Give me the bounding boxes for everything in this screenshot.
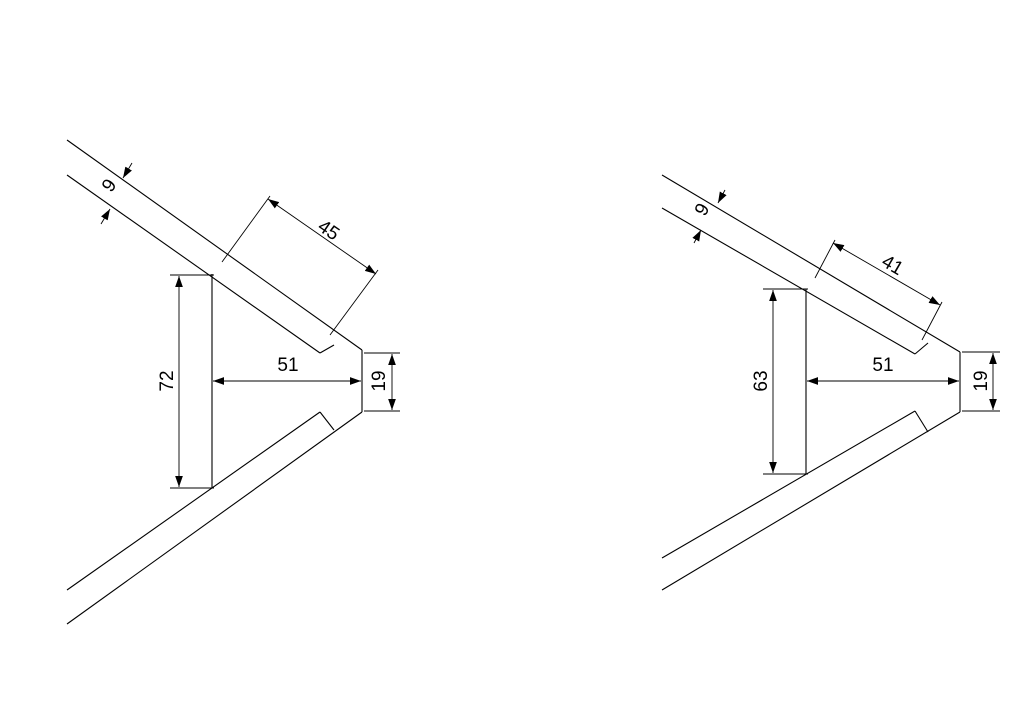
- dimension-label-height: 63: [751, 370, 772, 391]
- bracket-outline-right: [661, 174, 961, 591]
- dimension-thickness-left: 9: [98, 162, 133, 225]
- dimension-height-right: 63: [751, 288, 808, 475]
- dimension-label-tip: 19: [369, 370, 390, 391]
- bracket-outline-left: [66, 139, 363, 625]
- dimension-slant-right: 41: [814, 239, 943, 341]
- dimension-height-left: 72: [157, 274, 214, 489]
- dimension-slant-left: 45: [221, 195, 379, 336]
- dimension-tip-left: 19: [364, 352, 400, 412]
- dimension-label-thickness: 9: [691, 200, 714, 220]
- bracket-drawing-left: 9 45 72 51 19: [66, 139, 400, 625]
- bracket-drawing-right: 9 41 63 51 19: [661, 174, 1000, 591]
- dimension-label-slant: 45: [314, 216, 343, 245]
- dimension-depth-right: 51: [807, 355, 959, 385]
- dimension-label-tip: 19: [971, 370, 992, 391]
- dimension-label-height: 72: [157, 370, 178, 391]
- dimension-depth-left: 51: [213, 355, 361, 385]
- dimension-label-depth: 51: [872, 355, 893, 376]
- dimension-label-slant: 41: [878, 251, 907, 280]
- dimension-tip-right: 19: [962, 351, 1000, 412]
- dimension-label-thickness: 9: [98, 175, 121, 196]
- dimension-label-depth: 51: [277, 355, 298, 376]
